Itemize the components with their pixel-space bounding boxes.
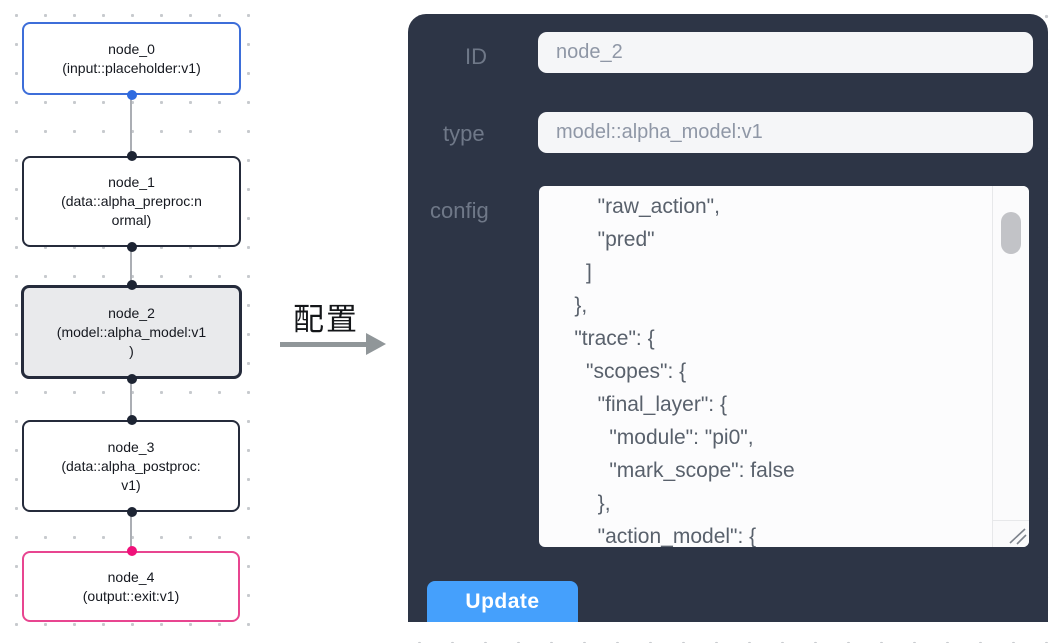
update-button[interactable]: Update (427, 581, 578, 622)
resize-handle-icon[interactable] (992, 520, 1029, 547)
id-input[interactable] (538, 32, 1033, 73)
edge-node1-node2[interactable] (130, 247, 132, 287)
port-node1-in[interactable] (127, 151, 137, 161)
node-subtitle: (data::alpha_postproc: (61, 457, 201, 474)
port-node0-out[interactable] (127, 90, 137, 100)
node-subtitle: (data::alpha_preproc:n (61, 193, 202, 209)
flow-node-node2-selected[interactable]: node_2 (model::alpha_model:v1 ) (21, 285, 242, 379)
node-subtitle: (model::alpha_model:v1 (56, 323, 207, 340)
config-scrollbar-track[interactable] (992, 186, 1029, 520)
node-title: node_2 (108, 304, 155, 321)
edge-node3-node4[interactable] (130, 512, 132, 552)
port-node3-out[interactable] (127, 507, 137, 517)
node-title: node_3 (107, 438, 155, 455)
port-node2-out[interactable] (127, 374, 137, 384)
edge-node0-node1[interactable] (130, 95, 132, 158)
flow-node-node4[interactable]: node_4 (output::exit:v1) (22, 551, 240, 622)
node-title: node_0 (108, 40, 155, 57)
edge-node2-node3[interactable] (130, 379, 132, 421)
node-subtitle: v1) (121, 476, 141, 493)
annotation-arrow-head (366, 333, 386, 355)
config-scrollbar-thumb[interactable] (1001, 212, 1021, 254)
node-subtitle: (input::placeholder:v1) (62, 59, 201, 76)
id-field-label: ID (465, 44, 487, 69)
node-subtitle: ormal) (111, 212, 152, 228)
node-title: node_1 (108, 174, 155, 190)
port-node1-out[interactable] (127, 242, 137, 252)
flow-node-node0[interactable]: node_0 (input::placeholder:v1) (22, 22, 241, 95)
flow-node-node3[interactable]: node_3 (data::alpha_postproc: v1) (22, 420, 240, 512)
annotation-label: 配置 (293, 302, 359, 337)
node-subtitle: (output::exit:v1) (82, 587, 180, 604)
type-input[interactable] (538, 112, 1033, 153)
port-node2-in[interactable] (127, 280, 137, 290)
config-json-text[interactable]: "raw_action", "pred" ] }, "trace": { "sc… (574, 195, 795, 547)
flow-canvas[interactable]: node_0 (input::placeholder:v1) node_1 (d… (0, 0, 274, 643)
type-field-label: type (443, 121, 485, 146)
node-title: node_4 (107, 568, 155, 585)
node-config-panel: ID type config "raw_action", "pred" ] },… (408, 14, 1048, 622)
port-node3-in[interactable] (127, 415, 137, 425)
annotation-arrow (280, 342, 368, 347)
flow-node-node1[interactable]: node_1 (data::alpha_preproc:n ormal) (22, 156, 241, 247)
config-field-label: config (430, 198, 489, 223)
port-node4-in[interactable] (127, 546, 137, 556)
node-subtitle: ) (129, 342, 134, 359)
config-textarea[interactable]: "raw_action", "pred" ] }, "trace": { "sc… (539, 186, 1029, 547)
